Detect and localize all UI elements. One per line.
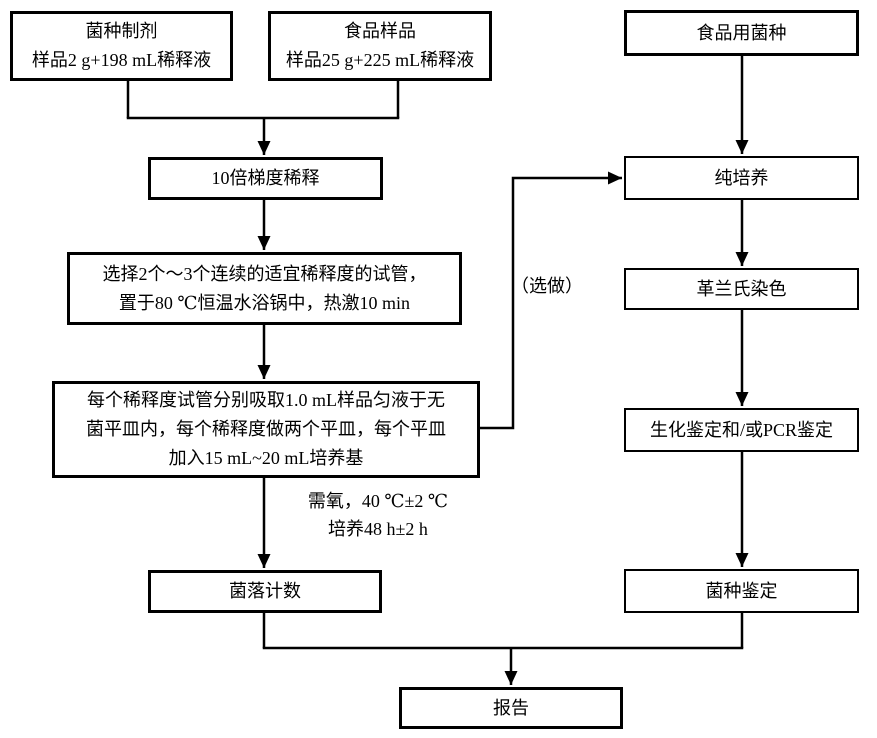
node-plating-line3: 加入15 mL~20 mL培养基 bbox=[168, 448, 364, 468]
node-food-sample: 食品样品 样品25 g+225 mL稀释液 bbox=[268, 11, 492, 81]
node-plating-line2: 菌平皿内，每个稀释度做两个平皿，每个平皿 bbox=[86, 419, 446, 439]
incubation-conditions-line1: 需氧，40 ℃±2 ℃ bbox=[307, 491, 449, 511]
node-food-culture-strain: 食品用菌种 bbox=[624, 10, 859, 56]
connector-merge-bottom bbox=[262, 613, 744, 685]
node-plating: 每个稀释度试管分别吸取1.0 mL样品匀液于无 菌平皿内，每个稀释度做两个平皿，… bbox=[52, 381, 480, 478]
node-strain-identification-label: 菌种鉴定 bbox=[705, 580, 778, 601]
node-pure-culture-label: 纯培养 bbox=[714, 167, 769, 188]
node-food-sample-line2: 样品25 g+225 mL稀释液 bbox=[285, 50, 475, 70]
connector-optional-plating-to-pureculture bbox=[480, 171, 622, 430]
node-gram-staining: 革兰氏染色 bbox=[624, 268, 859, 310]
node-food-sample-line1: 食品样品 bbox=[344, 21, 416, 41]
node-food-culture-strain-label: 食品用菌种 bbox=[696, 22, 787, 43]
node-tenfold-dilution-label: 10倍梯度稀释 bbox=[211, 168, 320, 188]
node-gram-staining-label: 革兰氏染色 bbox=[696, 278, 787, 299]
node-plating-line1: 每个稀释度试管分别吸取1.0 mL样品匀液于无 bbox=[87, 390, 445, 410]
optional-step-label: （选做） bbox=[511, 276, 583, 296]
node-report-label: 报告 bbox=[493, 697, 529, 718]
node-heat-shock-line1: 选择2个～3个连续的适宜稀释度的试管， bbox=[102, 263, 427, 284]
node-pure-culture: 纯培养 bbox=[624, 156, 859, 200]
node-biochem-pcr-identification: 生化鉴定和/或PCR鉴定 bbox=[624, 408, 859, 452]
node-tenfold-dilution: 10倍梯度稀释 bbox=[148, 157, 383, 200]
node-colony-counting-label: 菌落计数 bbox=[229, 581, 301, 601]
node-strain-identification: 菌种鉴定 bbox=[624, 569, 859, 613]
node-strain-preparation-line2: 样品2 g+198 mL稀释液 bbox=[31, 50, 212, 70]
node-heat-shock: 选择2个～3个连续的适宜稀释度的试管， 置于80 ℃恒温水浴锅中，热激10 mi… bbox=[67, 252, 462, 325]
node-colony-counting: 菌落计数 bbox=[148, 570, 382, 613]
node-heat-shock-line2: 置于80 ℃恒温水浴锅中，热激10 min bbox=[118, 292, 411, 313]
node-strain-preparation-line1: 菌种制剂 bbox=[85, 21, 158, 41]
connector-merge-top bbox=[126, 81, 400, 155]
incubation-conditions-line2: 培养48 h±2 h bbox=[328, 519, 428, 539]
node-report: 报告 bbox=[399, 687, 623, 729]
node-strain-preparation: 菌种制剂 样品2 g+198 mL稀释液 bbox=[10, 11, 233, 81]
incubation-conditions-note: 需氧，40 ℃±2 ℃ 培养48 h±2 h bbox=[278, 487, 478, 543]
node-biochem-pcr-label: 生化鉴定和/或PCR鉴定 bbox=[649, 419, 834, 440]
